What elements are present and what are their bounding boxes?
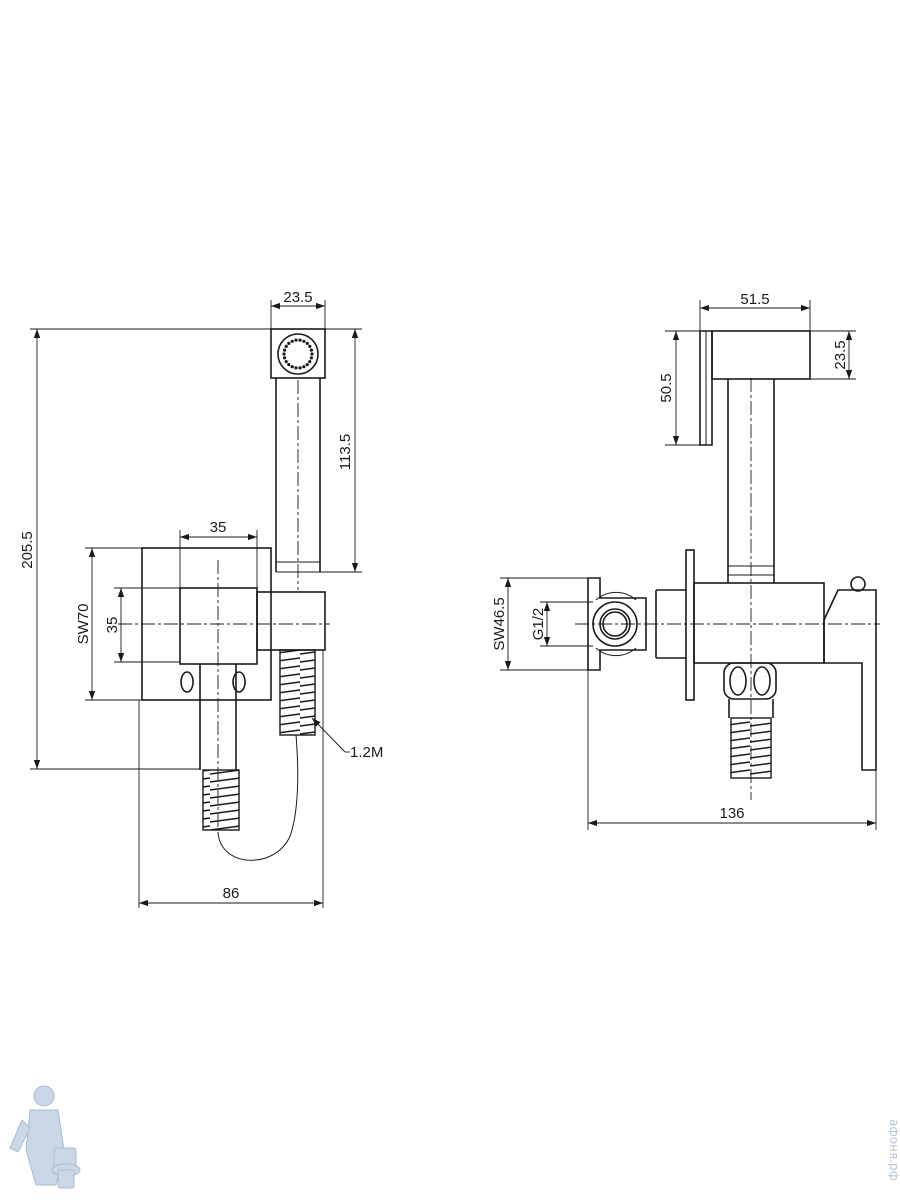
watermark-site: афоня.рф <box>887 1119 900 1181</box>
shower-head-side <box>711 330 811 380</box>
spray-nozzle-dot <box>305 341 309 345</box>
dim-sw70: SW70 <box>75 604 92 645</box>
dim-handle-height-side: 50.5 <box>658 373 675 402</box>
plumber-logo <box>9 1085 81 1189</box>
spray-nozzle-dot <box>283 356 287 360</box>
spray-nozzle-dot <box>287 363 291 367</box>
wall-flange <box>685 549 695 701</box>
dim-head-height-side: 23.5 <box>832 340 849 369</box>
spray-nozzle-dot <box>308 360 312 364</box>
spray-nozzle-dot <box>284 360 288 364</box>
spray-nozzle-dot <box>294 366 298 370</box>
front-view <box>118 328 330 861</box>
spray-nozzle-dot <box>298 338 302 342</box>
hose-side <box>730 717 772 779</box>
hose-nut <box>723 662 777 700</box>
spray-nozzle-dot <box>310 352 314 356</box>
dim-thread: G1/2 <box>530 608 547 641</box>
dim-sw46: SW46.5 <box>491 597 508 650</box>
dim-head-length-side: 51.5 <box>740 291 769 308</box>
dim-head-width: 23.5 <box>283 289 312 306</box>
spray-nozzle-dot <box>290 365 294 369</box>
valve-body-front <box>179 587 258 665</box>
spray-nozzle-dot <box>305 363 309 367</box>
valve-body-side <box>693 582 825 664</box>
dim-handle-length: 113.5 <box>337 434 354 470</box>
dim-hose-length: 1.2M <box>350 744 383 761</box>
spray-nozzle-dot <box>302 339 306 343</box>
hose-right <box>279 649 316 736</box>
dim-total-length-side: 136 <box>719 805 744 822</box>
spray-nozzle-dot <box>294 338 298 342</box>
shower-head-front <box>270 328 326 379</box>
dim-base-width: 86 <box>223 885 240 902</box>
lever-handle <box>823 589 877 771</box>
spray-nozzle-dot <box>284 344 288 348</box>
front-dimensions: 23.5 205.5 113.5 35 SW70 35 1.2M <box>19 289 383 908</box>
spray-face <box>277 333 319 375</box>
side-dimensions: 51.5 23.5 50.5 SW46.5 G1/2 136 <box>491 291 877 830</box>
spray-nozzles <box>282 338 314 370</box>
spray-nozzle-dot <box>309 356 313 360</box>
dim-total-height: 205.5 <box>19 531 36 569</box>
spray-nozzle-dot <box>298 366 302 370</box>
side-view <box>575 330 880 800</box>
spray-nozzle-dot <box>287 341 291 345</box>
dim-body-width: 35 <box>210 519 227 536</box>
spray-nozzle-dot <box>302 365 306 369</box>
spray-nozzle-dot <box>283 348 287 352</box>
holder-bracket <box>256 591 326 651</box>
hose-left <box>202 769 240 831</box>
spray-nozzle-dot <box>290 339 294 343</box>
spray-nozzle-dot <box>309 348 313 352</box>
dim-center-height: 35 <box>104 617 121 634</box>
spray-nozzle-dot <box>282 352 286 356</box>
spray-nozzle-dot <box>308 344 312 348</box>
